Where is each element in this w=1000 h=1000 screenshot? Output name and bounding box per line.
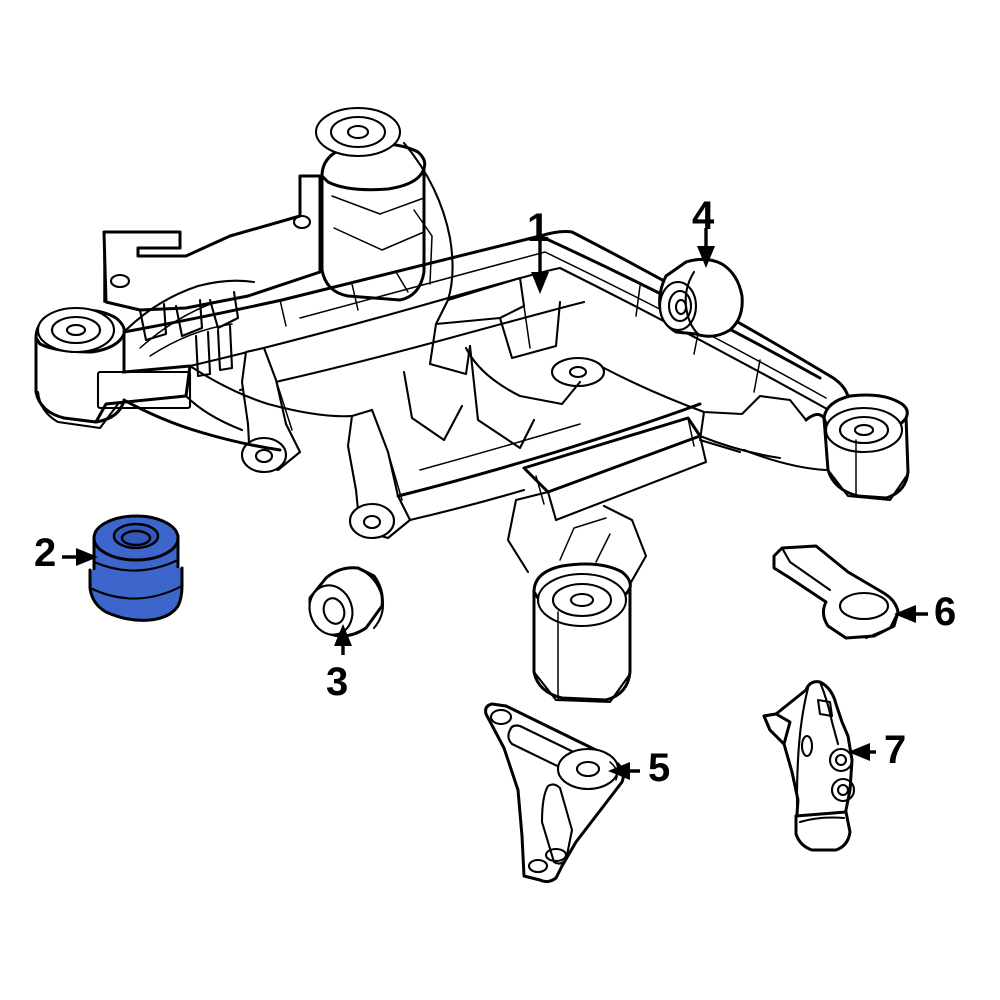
callout-label-5[interactable]: 5 — [648, 746, 670, 790]
part-7-vertical-bracket[interactable] — [762, 680, 856, 852]
callout-label-6[interactable]: 6 — [934, 590, 956, 634]
part-6-strap-bracket[interactable] — [772, 544, 900, 640]
part-5-support-bracket[interactable] — [484, 702, 625, 884]
part-4-diff-mount-bushing[interactable] — [658, 257, 744, 338]
callout-label-7[interactable]: 7 — [884, 728, 906, 772]
part-1-crossmember[interactable] — [34, 106, 910, 704]
callout-label-3[interactable]: 3 — [326, 660, 348, 704]
part-3-spacer-sleeve[interactable] — [303, 566, 385, 641]
callout-label-4[interactable]: 4 — [692, 194, 714, 238]
part-2-bushing-highlighted[interactable] — [88, 514, 184, 622]
callout-arrows — [62, 228, 928, 780]
callout-label-2[interactable]: 2 — [34, 531, 56, 575]
callout-label-1[interactable]: 1 — [527, 206, 549, 250]
